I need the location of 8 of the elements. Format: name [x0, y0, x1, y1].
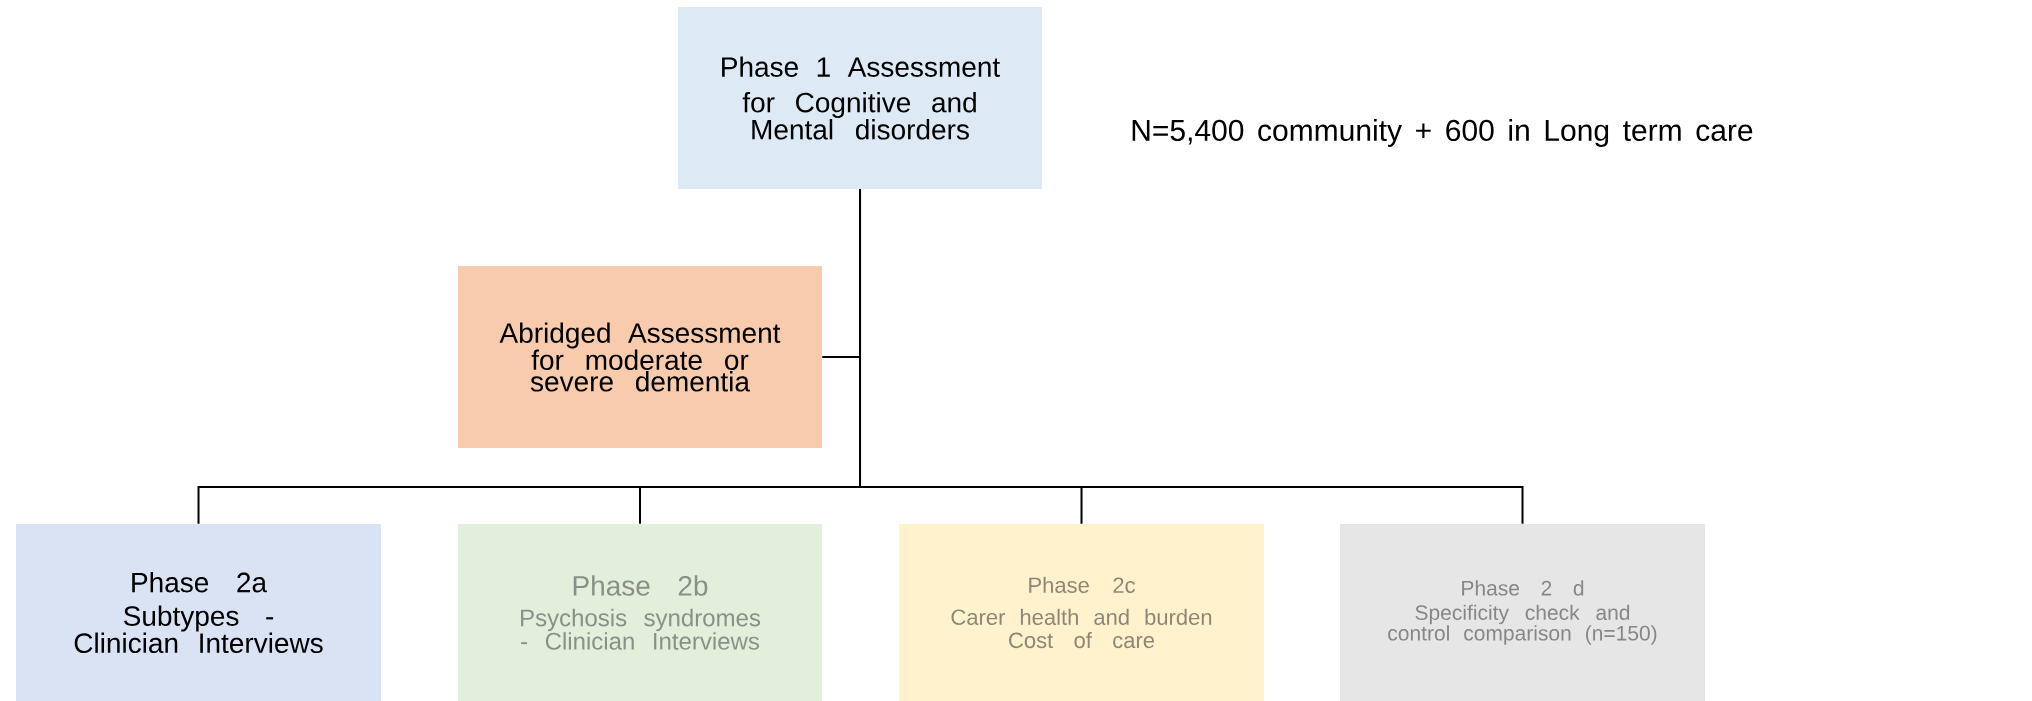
- process-box: Phase 2a Subtypes - Clinician Interviews: [16, 524, 381, 701]
- process-box: Phase 1 Assessment for Cognitive and Mental disorders: [678, 7, 1042, 189]
- process-box: Phase 2b Psychosis syndromes - Clinician Interviews: [458, 524, 822, 701]
- process-box: Phase 2c Carer health and burden Cost of care: [899, 524, 1264, 701]
- process-box: Phase 2 d Specificity check and control comparison (n=150): [1340, 524, 1705, 701]
- note-text: N=5,400 community + 600 in Long term care: [1132, 119, 1753, 147]
- connector-line: [859, 188, 1524, 525]
- process-box: Abridged Assessment for moderate or severe dementia: [458, 266, 822, 448]
